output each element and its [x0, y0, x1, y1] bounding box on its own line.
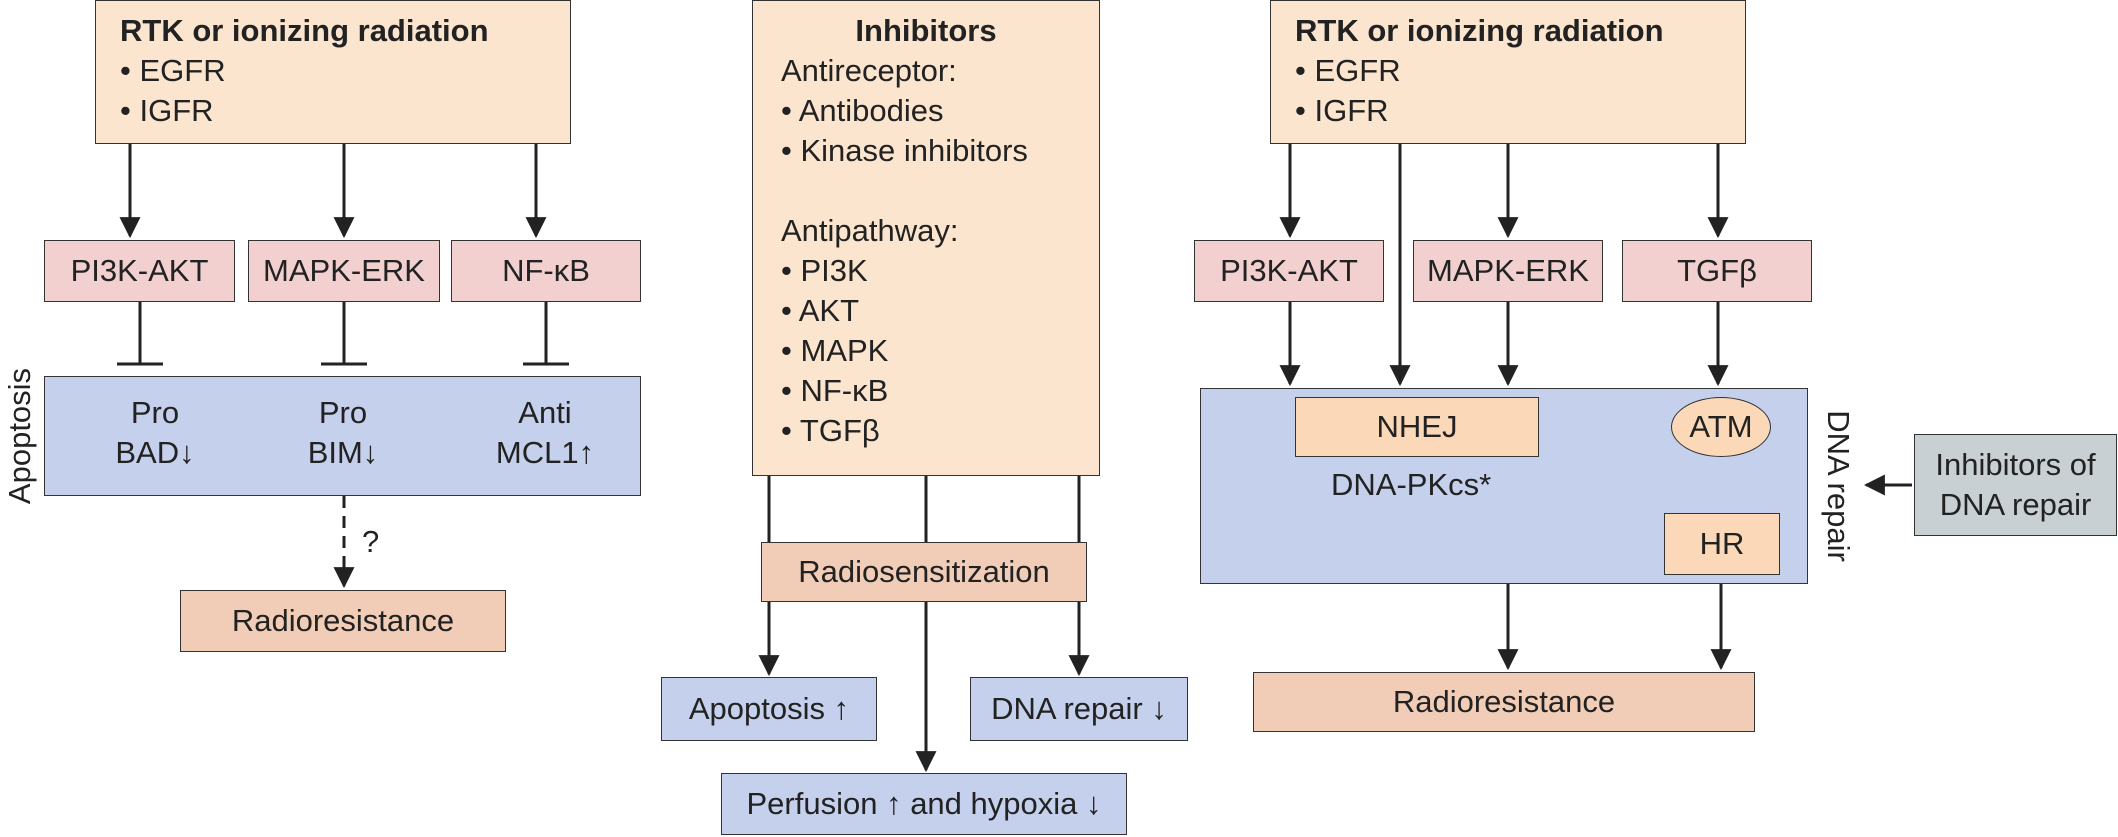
apoptosis-cell-bad-line2: BAD↓ — [115, 435, 195, 470]
right-source-item-egfr: • EGFR — [1295, 53, 1401, 88]
inhibitors-box: Inhibitors Antireceptor: • Antibodies • … — [752, 0, 1100, 476]
right-pathway-tgfb: TGFβ — [1622, 240, 1812, 302]
left-radioresistance: Radioresistance — [180, 590, 506, 652]
apoptosis-box: Pro BAD↓ Pro BIM↓ Anti MCL1↑ — [44, 376, 641, 496]
antireceptor-item-antibodies: • Antibodies — [781, 93, 944, 128]
right-source-item-igfr: • IGFR — [1295, 93, 1389, 128]
antireceptor-item-kinase: • Kinase inhibitors — [781, 133, 1028, 168]
question-mark: ? — [362, 524, 380, 559]
inhibitors-title: Inhibitors — [855, 13, 997, 48]
apoptosis-side-label: Apoptosis — [2, 367, 37, 505]
dna-repair-box: NHEJ ATM DNA-PKcs* HR — [1200, 388, 1808, 584]
antipathway-item-pi3k: • PI3K — [781, 253, 868, 288]
antipathway-heading: Antipathway: — [781, 213, 959, 248]
left-pathway-nf-kb: NF-κB — [451, 240, 641, 302]
antipathway-item-nfkb: • NF-κB — [781, 373, 889, 408]
antireceptor-heading: Antireceptor: — [781, 53, 957, 88]
right-source-box: RTK or ionizing radiation • EGFR • IGFR — [1270, 0, 1746, 144]
nhej-box: NHEJ — [1295, 397, 1539, 457]
atm-node: ATM — [1671, 397, 1771, 457]
effect-dna-repair: DNA repair ↓ — [970, 677, 1188, 741]
antipathway-item-akt: • AKT — [781, 293, 860, 328]
right-pathway-mapk-erk: MAPK-ERK — [1413, 240, 1603, 302]
apoptosis-cell-mcl1-line2: MCL1↑ — [495, 435, 595, 470]
inhibitors-dna-repair-line1: Inhibitors of — [1935, 447, 2096, 482]
effect-perfusion: Perfusion ↑ and hypoxia ↓ — [721, 773, 1127, 835]
right-source-title: RTK or ionizing radiation — [1295, 13, 1664, 48]
radiosensitization-box: Radiosensitization — [761, 542, 1087, 602]
apoptosis-cell-mcl1-line1: Anti — [518, 395, 572, 430]
apoptosis-cell-bim: Pro BIM↓ — [273, 393, 413, 473]
left-pathway-pi3k-akt: PI3K-AKT — [44, 240, 235, 302]
hr-box: HR — [1664, 513, 1780, 575]
dna-repair-side-label: DNA repair — [1821, 410, 1856, 562]
apoptosis-cell-mcl1: Anti MCL1↑ — [475, 393, 615, 473]
apoptosis-cell-bad-line1: Pro — [130, 395, 180, 430]
inhibitors-dna-repair-box: Inhibitors of DNA repair — [1914, 434, 2117, 536]
left-source-item-igfr: • IGFR — [120, 93, 214, 128]
apoptosis-cell-bim-line1: Pro — [318, 395, 368, 430]
left-source-item-egfr: • EGFR — [120, 53, 226, 88]
left-source-title: RTK or ionizing radiation — [120, 13, 489, 48]
inhibitors-dna-repair-line2: DNA repair — [1939, 487, 2092, 522]
dna-pkcs-label: DNA-PKcs* — [1331, 467, 1492, 502]
right-pathway-pi3k-akt: PI3K-AKT — [1194, 240, 1384, 302]
left-source-box: RTK or ionizing radiation • EGFR • IGFR — [95, 0, 571, 144]
right-radioresistance: Radioresistance — [1253, 672, 1755, 732]
apoptosis-cell-bad: Pro BAD↓ — [85, 393, 225, 473]
left-pathway-mapk-erk: MAPK-ERK — [248, 240, 440, 302]
antipathway-item-mapk: • MAPK — [781, 333, 889, 368]
effect-apoptosis: Apoptosis ↑ — [661, 677, 877, 741]
apoptosis-cell-bim-line2: BIM↓ — [307, 435, 379, 470]
antipathway-item-tgfb: • TGFβ — [781, 413, 880, 448]
